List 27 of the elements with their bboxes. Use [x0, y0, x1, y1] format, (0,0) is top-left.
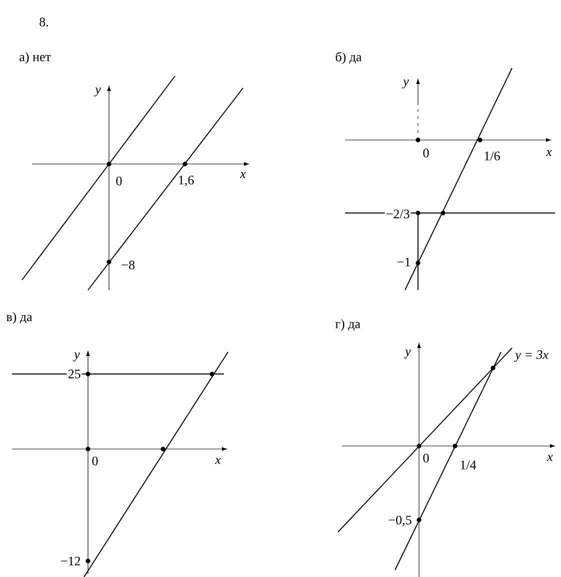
tick-label: 1/4: [458, 460, 478, 470]
tick-label: −8: [120, 260, 136, 270]
tick-label: −0,5: [387, 514, 413, 528]
formula-label: y = 3x: [514, 349, 550, 363]
tick-label: 1/6: [482, 150, 502, 162]
tick-label: 0: [422, 148, 430, 158]
panel-label: б) да: [334, 50, 363, 66]
problem-number: 8.: [38, 16, 50, 28]
panel-label: а) нет: [18, 51, 52, 65]
axis-label: y: [73, 352, 81, 362]
tick-label: 1,6: [176, 174, 196, 188]
tick-label: 0: [422, 452, 430, 464]
panel-label: г) да: [334, 318, 362, 332]
tick-label: 0: [90, 456, 100, 466]
axis-label: x: [545, 149, 553, 157]
tick-label: 0: [114, 176, 124, 186]
axis-label: x: [214, 457, 222, 465]
axis-label: x: [239, 171, 247, 179]
tick-label: −1: [396, 256, 412, 268]
axis-label: y: [404, 348, 412, 360]
axis-label: x: [546, 454, 554, 462]
tick-label: −2/3: [384, 208, 411, 220]
tick-label: −12: [59, 556, 82, 566]
panel-label: в) да: [5, 311, 34, 325]
axis-label: y: [94, 86, 102, 98]
axis-label: y: [402, 78, 410, 90]
tick-label: 25: [66, 368, 82, 380]
